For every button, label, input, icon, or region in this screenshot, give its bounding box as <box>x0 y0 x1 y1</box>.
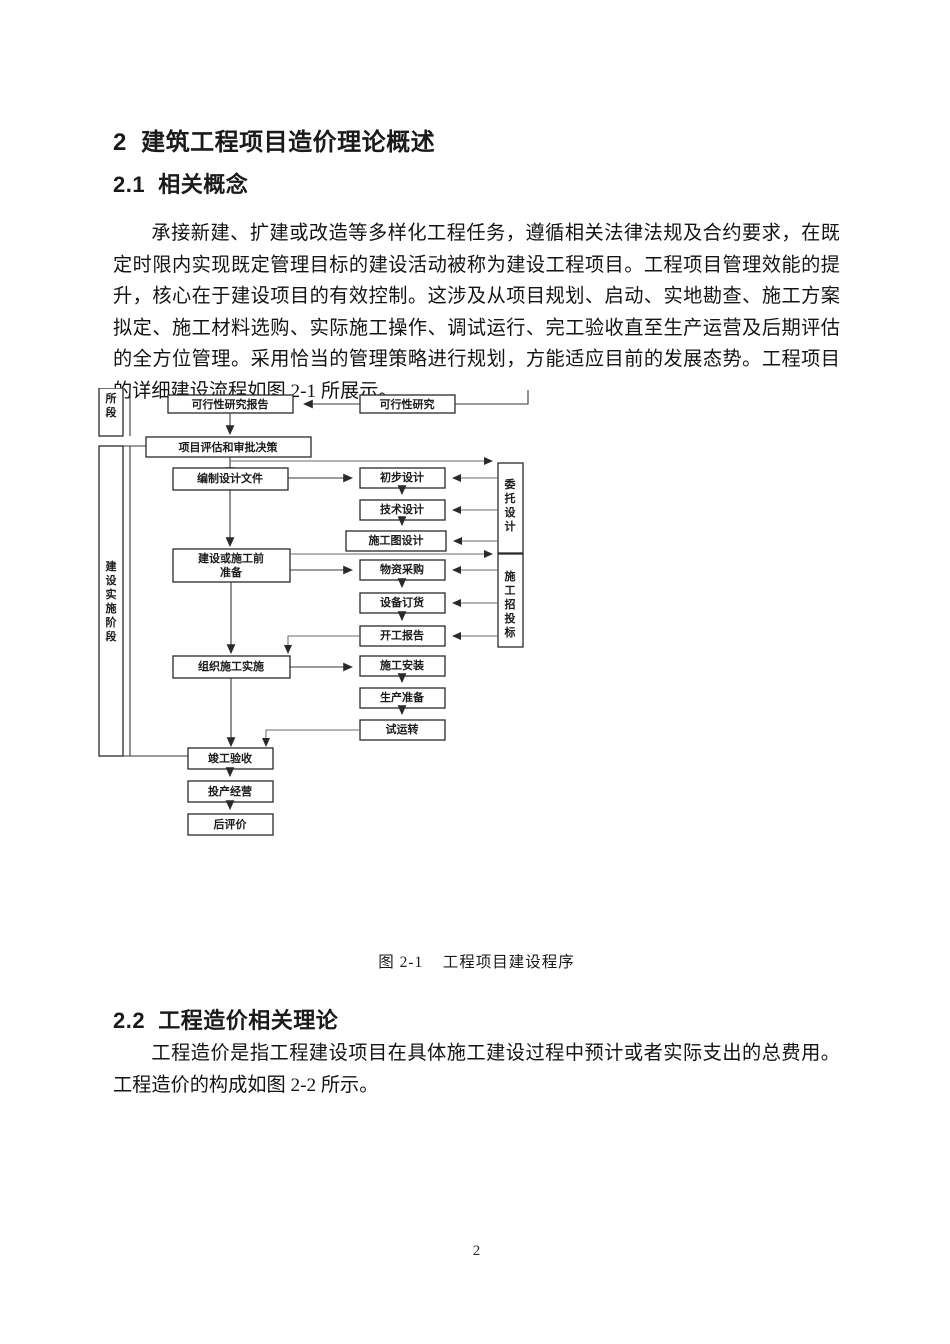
node-production-operation: 投产经营 <box>208 784 252 798</box>
stage-label-construction: 建 <box>106 559 118 573</box>
stage-label-decision: 所 <box>106 391 117 405</box>
svg-text:施: 施 <box>106 601 117 615</box>
node-equipment-ordering: 设备订货 <box>380 595 424 609</box>
node-preliminary-design: 初步设计 <box>380 470 424 484</box>
node-design-docs: 编制设计文件 <box>197 471 263 485</box>
svg-text:计: 计 <box>505 519 516 533</box>
heading-2-1: 2.1 相关概念 <box>113 172 249 197</box>
node-production-prep: 生产准备 <box>380 690 425 704</box>
node-organize-construction: 组织施工实施 <box>198 659 264 673</box>
svg-text:工: 工 <box>505 584 516 597</box>
paragraph-cost-theory: 工程造价是指工程建设项目在具体施工建设过程中预计或者实际支出的总费用。工程造价的… <box>113 1043 840 1096</box>
svg-text:招: 招 <box>505 597 516 611</box>
svg-text:设: 设 <box>106 573 118 587</box>
svg-text:阶: 阶 <box>106 615 118 629</box>
node-post-evaluation: 后评价 <box>214 817 248 831</box>
svg-text:托: 托 <box>505 491 516 505</box>
page-title: 2 建筑工程项目造价理论概述 <box>113 129 436 156</box>
svg-text:段: 段 <box>106 405 117 419</box>
node-technical-design: 技术设计 <box>380 502 424 516</box>
node-pre-construction-prep: 建设或施工前 <box>198 551 264 565</box>
figure-caption: 图 2-1 工程项目建设程序 <box>378 954 575 971</box>
heading-2-2: 2.2 工程造价相关理论 <box>113 1008 339 1033</box>
svg-text:实: 实 <box>106 587 117 601</box>
figure-2-1-flowchart: 所 段 建 设 实 施 阶 段 可行性研究报告 可行性研究 <box>88 388 558 840</box>
node-completion-acceptance: 竣工验收 <box>208 751 252 765</box>
page-number: 2 <box>472 1243 481 1259</box>
side-label-construction-bidding: 施 <box>505 569 516 583</box>
node-feasibility-report: 可行性研究报告 <box>192 397 269 411</box>
node-trial-run: 试运转 <box>386 722 419 736</box>
svg-text:段: 段 <box>106 629 117 643</box>
node-construction-drawing-design: 施工图设计 <box>369 533 424 547</box>
svg-text:投: 投 <box>505 611 516 625</box>
paragraph-relevant-concepts: 承接新建、扩建或改造等多样化工程任务，遵循相关法律法规及合约要求，在既定时限内实… <box>113 223 840 402</box>
svg-text:设: 设 <box>505 505 517 519</box>
side-label-design-commission: 委 <box>504 477 517 491</box>
node-material-procurement: 物资采购 <box>380 562 424 576</box>
node-commencement-report: 开工报告 <box>380 628 424 642</box>
svg-text:准备: 准备 <box>220 565 243 579</box>
node-feasibility-study: 可行性研究 <box>380 397 435 411</box>
svg-text:标: 标 <box>504 625 516 639</box>
node-construction-installation: 施工安装 <box>380 658 424 672</box>
node-project-appraisal: 项目评估和审批决策 <box>179 440 279 454</box>
